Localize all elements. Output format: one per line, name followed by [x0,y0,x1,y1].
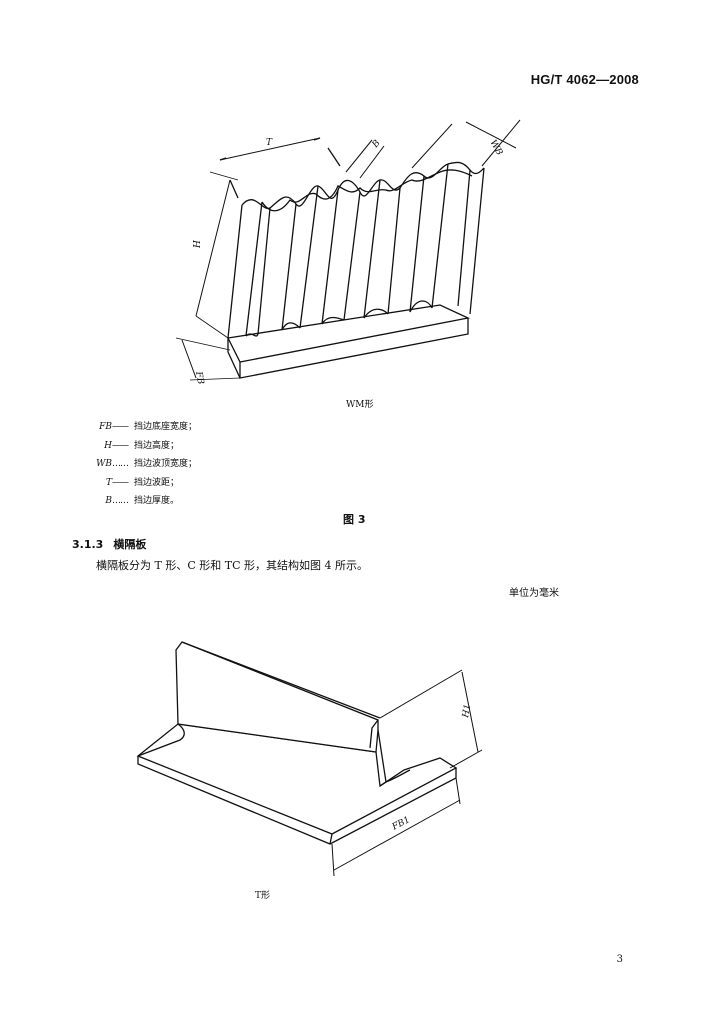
section-title: 横隔板 [113,538,147,551]
legend-symbol: T [105,477,112,488]
section-number: 3.1.3 [72,538,104,551]
legend-symbol: B [105,496,112,506]
figure3-subcaption: WM形 [346,398,373,410]
dim-H-label: H [193,240,203,249]
section-heading: 3.1.3 横隔板 [72,536,146,552]
legend-row: T—— 挡边波距； [80,474,197,493]
dim-H1-label: H1 [461,703,473,719]
legend-dash: —— [112,477,129,488]
legend-symbol: WB [96,459,112,469]
figure3-label: 图 3 [343,513,366,526]
legend-symbol: H [104,440,112,451]
legend-dash: —— [112,440,129,451]
dim-FB-label: FB [193,370,205,386]
legend-row: H—— 挡边高度； [80,437,197,456]
legend-text: 挡边底座宽度； [134,422,198,432]
figure3-legend: FB——挡边底座宽度； H——挡边高度； WB……挡边波顶宽度； T——挡边波距… [80,418,197,511]
legend-text: 挡边厚度。 [134,496,180,506]
legend-row: WB…… 挡边波顶宽度； [80,455,197,474]
legend-text: 挡边波距； [134,477,180,488]
legend-dash: —— [112,422,129,432]
page-number: 3 [616,954,623,965]
figure3-drawing: T B WB H FB WM形 [175,119,521,410]
legend-dash: …… [112,496,129,506]
legend-row: FB—— 挡边底座宽度； [80,418,197,437]
dim-T-label: T [266,138,273,148]
legend-text: 挡边波顶宽度； [134,459,198,469]
legend-dash: …… [112,459,129,469]
wm-base-front [239,318,469,379]
standard-code: HG/T 4062—2008 [530,72,639,87]
legend-text: 挡边高度； [134,440,180,451]
figure4-subcaption: T形 [255,889,270,901]
section-paragraph: 横隔板分为 T 形、C 形和 TC 形，其结构如图 4 所示。 [96,559,368,572]
unit-note: 单位为毫米 [509,588,559,599]
legend-symbol: FB [99,422,112,432]
legend-row: B…… 挡边厚度。 [80,492,197,511]
dim-FB1-label: FB1 [390,815,412,833]
